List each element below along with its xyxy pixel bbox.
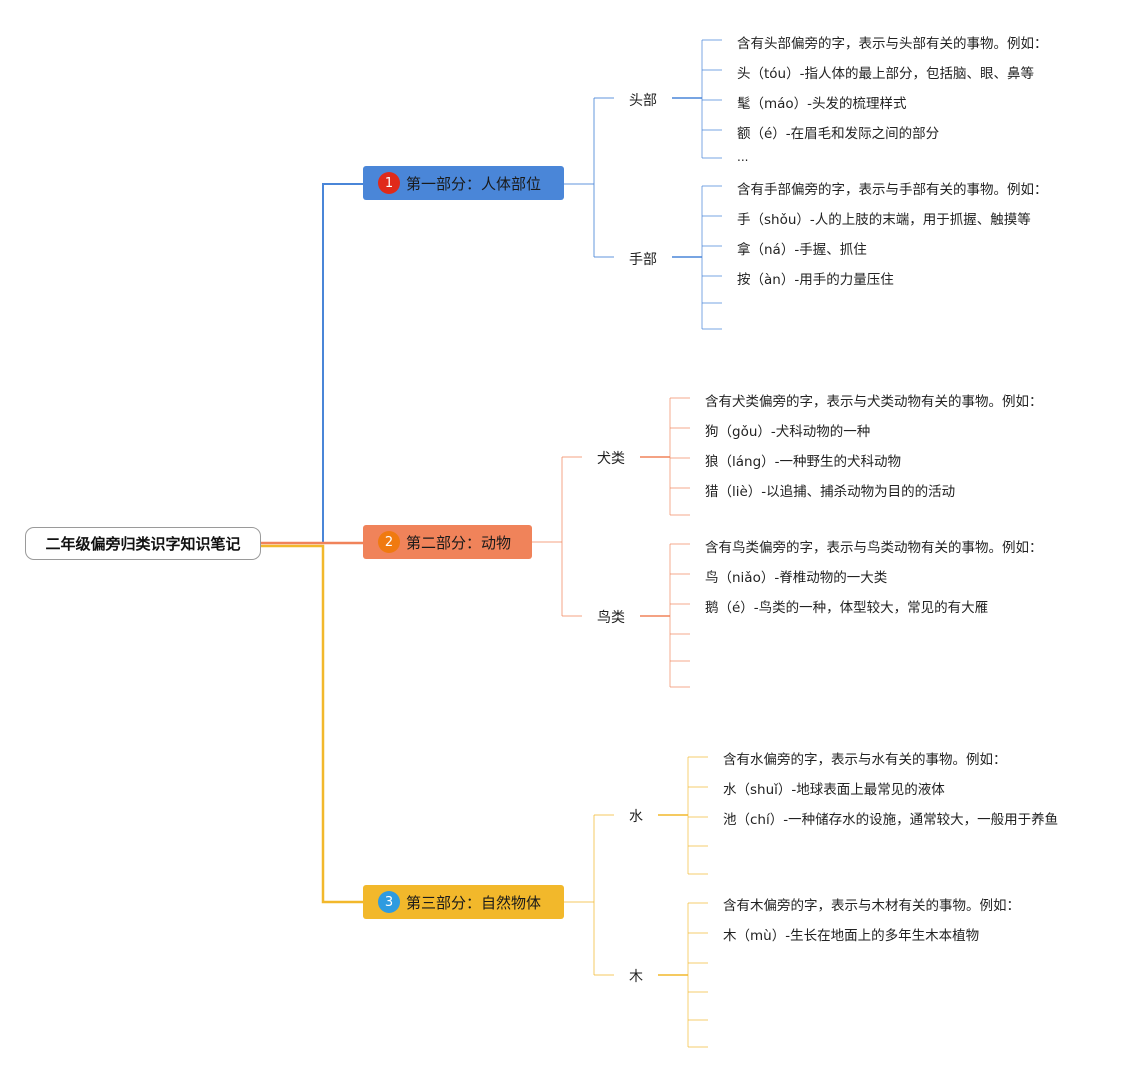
leaf-item[interactable]: 含有木偏旁的字，表示与木材有关的事物。例如： (723, 898, 1020, 914)
section-3-topic[interactable]: 3 第三部分：自然物体 (363, 885, 564, 919)
leaf-item[interactable]: 木（mù）-生长在地面上的多年生木本植物 (723, 928, 980, 944)
leaf-item[interactable]: 按（àn）-用手的力量压住 (737, 272, 894, 288)
subtopic-head[interactable]: 头部 (629, 93, 657, 109)
leaf-item[interactable]: 含有鸟类偏旁的字，表示与鸟类动物有关的事物。例如： (705, 540, 1043, 556)
number-badge-icon: 3 (378, 891, 400, 913)
leaf-item[interactable]: 含有手部偏旁的字，表示与手部有关的事物。例如： (737, 182, 1048, 198)
leaf-item[interactable]: 拿（ná）-手握、抓住 (737, 242, 867, 258)
leaf-item[interactable]: ... (737, 150, 749, 164)
leaf-item[interactable]: 鹅（é）-鸟类的一种，体型较大，常见的有大雁 (705, 600, 989, 616)
section-title: 第一部分：人体部位 (406, 174, 542, 193)
leaf-item[interactable]: 髦（máo）-头发的梳理样式 (737, 96, 907, 112)
subtopic-water[interactable]: 水 (629, 809, 643, 825)
section-2-topic[interactable]: 2 第二部分：动物 (363, 525, 532, 559)
subtopic-canine[interactable]: 犬类 (597, 451, 625, 467)
subtopic-wood[interactable]: 木 (629, 969, 643, 985)
leaf-item[interactable]: 鸟（niǎo）-脊椎动物的一大类 (705, 570, 888, 586)
section-title: 第三部分：自然物体 (406, 893, 542, 912)
number-badge-icon: 2 (378, 531, 400, 553)
leaf-item[interactable]: 含有犬类偏旁的字，表示与犬类动物有关的事物。例如： (705, 394, 1043, 410)
section-1-topic[interactable]: 1 第一部分：人体部位 (363, 166, 564, 200)
section-title: 第二部分：动物 (406, 533, 512, 552)
root-title: 二年级偏旁归类识字知识笔记 (45, 535, 241, 553)
leaf-item[interactable]: 猎（liè）-以追捕、捕杀动物为目的的活动 (705, 484, 956, 500)
leaf-item[interactable]: 手（shǒu）-人的上肢的末端，用于抓握、触摸等 (737, 212, 1031, 228)
leaf-item[interactable]: 含有水偏旁的字，表示与水有关的事物。例如： (723, 752, 1007, 768)
leaf-item[interactable]: 头（tóu）-指人体的最上部分，包括脑、眼、鼻等 (737, 66, 1034, 82)
leaf-item[interactable]: 池（chí）-一种储存水的设施，通常较大，一般用于养鱼 (723, 812, 1059, 828)
leaf-item[interactable]: 含有头部偏旁的字，表示与头部有关的事物。例如： (737, 36, 1048, 52)
leaf-item[interactable]: 额（é）-在眉毛和发际之间的部分 (737, 126, 940, 142)
leaf-item[interactable]: 狗（gǒu）-犬科动物的一种 (705, 424, 871, 440)
leaf-item[interactable]: 狼（láng）-一种野生的犬科动物 (705, 454, 902, 470)
leaf-item[interactable]: 水（shuǐ）-地球表面上最常见的液体 (723, 782, 945, 798)
subtopic-bird[interactable]: 鸟类 (597, 610, 625, 626)
number-badge-icon: 1 (378, 172, 400, 194)
root-topic[interactable]: 二年级偏旁归类识字知识笔记 (25, 527, 261, 560)
subtopic-hand[interactable]: 手部 (629, 252, 657, 268)
